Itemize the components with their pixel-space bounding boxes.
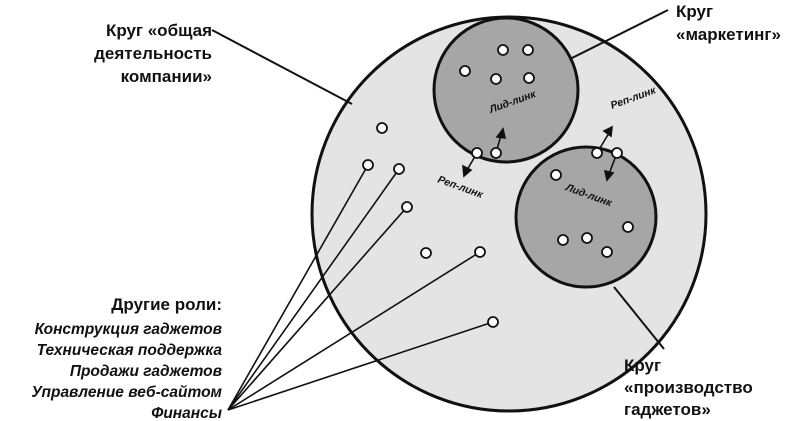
svg-text:Круг «общая: Круг «общая <box>106 21 212 40</box>
company-role-dots <box>362 122 499 328</box>
marketing-circle <box>432 16 580 164</box>
role-dot <box>550 169 562 181</box>
role-item: Техническая поддержка <box>37 342 223 359</box>
svg-text:гаджетов»: гаджетов» <box>624 400 711 419</box>
role-dot <box>474 246 486 258</box>
production-circle <box>514 145 658 289</box>
svg-text:компании»: компании» <box>121 67 212 86</box>
role-dot <box>420 247 432 259</box>
role-dot <box>497 44 509 56</box>
rep-link-dot <box>471 147 483 159</box>
role-dot <box>581 232 593 244</box>
production-callout-line <box>613 286 665 350</box>
company-callout-line <box>211 29 353 105</box>
lead-link-dot <box>490 147 502 159</box>
lead-link-dot <box>611 147 623 159</box>
rep-link-dot <box>591 147 603 159</box>
role-dot <box>376 122 388 134</box>
role-dot <box>401 201 413 213</box>
role-dot <box>487 316 499 328</box>
other-roles-label: Другие роли: Конструкция гаджетов Технич… <box>31 295 222 421</box>
role-item: Управление веб-сайтом <box>31 384 222 401</box>
role-dot <box>622 221 634 233</box>
role-dot <box>459 65 471 77</box>
role-item: Конструкция гаджетов <box>35 321 222 338</box>
role-dot <box>557 234 569 246</box>
company-circle-label: Круг «общая деятельность компании» <box>94 21 212 86</box>
marketing-circle-label: Круг «маркетинг» <box>676 2 781 44</box>
svg-text:деятельность: деятельность <box>94 44 212 63</box>
role-dot <box>601 246 613 258</box>
role-item: Финансы <box>151 405 222 421</box>
production-role-dots <box>550 169 634 258</box>
role-dot <box>522 44 534 56</box>
marketing-callout-line <box>571 9 669 59</box>
svg-text:«производство: «производство <box>624 378 753 397</box>
marketing-role-dots <box>459 44 535 85</box>
role-dot <box>490 73 502 85</box>
role-dot <box>523 72 535 84</box>
role-item: Продажи гаджетов <box>70 363 222 380</box>
link-dots <box>471 147 623 159</box>
other-roles-heading: Другие роли: <box>111 295 222 314</box>
roles-fan-lines <box>227 164 494 411</box>
svg-text:Круг: Круг <box>624 356 661 375</box>
production-circle-label: Круг «производство гаджетов» <box>624 356 753 419</box>
svg-text:Круг: Круг <box>676 2 713 21</box>
role-dot <box>362 159 374 171</box>
role-dot <box>393 163 405 175</box>
svg-text:«маркетинг»: «маркетинг» <box>676 25 781 44</box>
